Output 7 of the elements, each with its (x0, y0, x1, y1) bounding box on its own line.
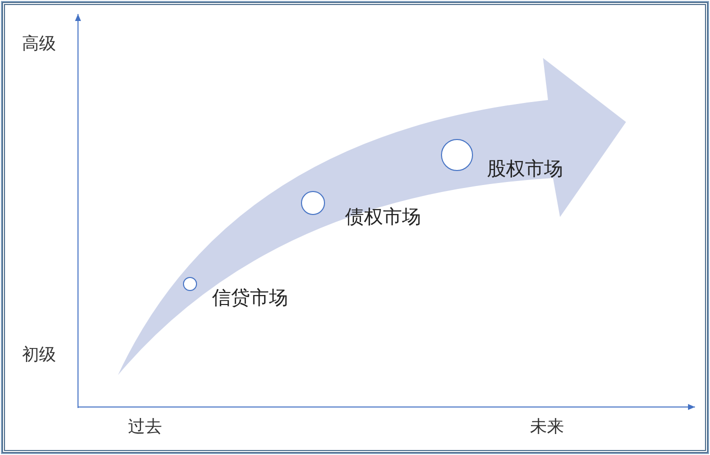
axis-label: 未来 (530, 416, 564, 438)
market-label: 信贷市场 (212, 286, 288, 311)
axis-label: 过去 (128, 416, 162, 438)
axis-label: 高级 (22, 33, 56, 55)
market-label: 债权市场 (345, 205, 421, 230)
market-label: 股权市场 (487, 157, 563, 182)
axis-label: 初级 (22, 344, 56, 366)
